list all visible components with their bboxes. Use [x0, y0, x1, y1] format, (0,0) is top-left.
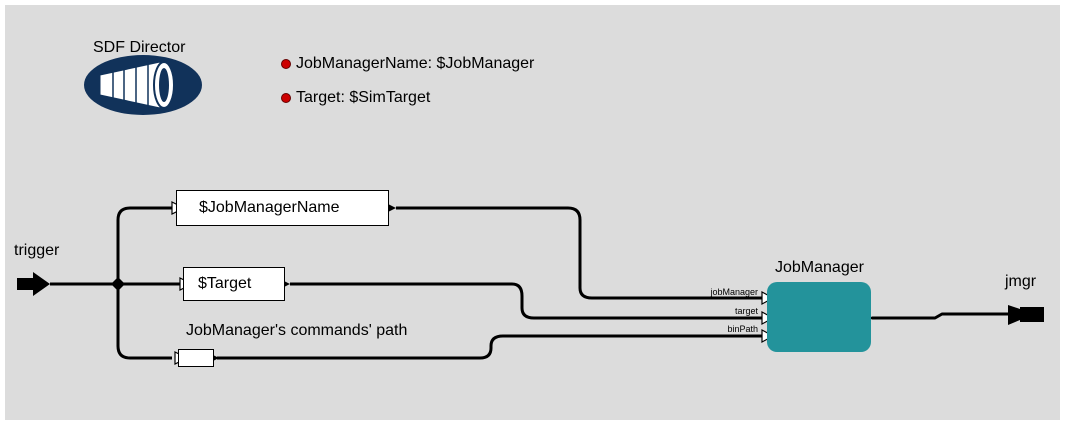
parameter-label: JobManagerName: $JobManager [296, 55, 535, 72]
trigger-port-label: trigger [14, 242, 60, 259]
relation-branch[interactable] [116, 284, 172, 360]
parameter-dot-icon [281, 59, 291, 69]
relation-jobmanagername[interactable] [396, 206, 762, 300]
parameter-dot-icon [281, 93, 291, 103]
actor-label: $JobManagerName [199, 199, 340, 216]
relation-branch[interactable] [116, 206, 172, 284]
parameter-target[interactable]: Target: $SimTarget [281, 89, 430, 107]
actor-jobmanager[interactable] [767, 282, 871, 352]
actor-target[interactable]: $Target [183, 267, 285, 301]
port-label-binpath: binPath [727, 324, 758, 334]
actor-commands-path[interactable] [178, 349, 214, 367]
actor-jobmanagername[interactable]: $JobManagerName [176, 190, 389, 226]
director-label: SDF Director [93, 39, 186, 56]
output-port-icon[interactable] [1008, 305, 1044, 325]
relation-commands-path[interactable] [217, 334, 762, 360]
relation-jmgr[interactable] [872, 312, 1008, 320]
port-label-jobmanager: jobManager [710, 287, 758, 297]
parameter-label: Target: $SimTarget [296, 89, 431, 106]
commands-path-label: JobManager's commands' path [186, 322, 408, 339]
input-port-icon[interactable] [17, 272, 50, 296]
actor-label: $Target [198, 275, 252, 292]
parameter-jobmanagername[interactable]: JobManagerName: $JobManager [281, 55, 534, 73]
relation-vertex[interactable] [111, 277, 125, 291]
sdf-director-icon[interactable] [84, 55, 202, 115]
jmgr-port-label: jmgr [1005, 273, 1037, 290]
jobmanager-actor-label: JobManager [775, 259, 864, 276]
port-label-target: target [734, 306, 758, 316]
relation-target[interactable] [290, 282, 762, 320]
